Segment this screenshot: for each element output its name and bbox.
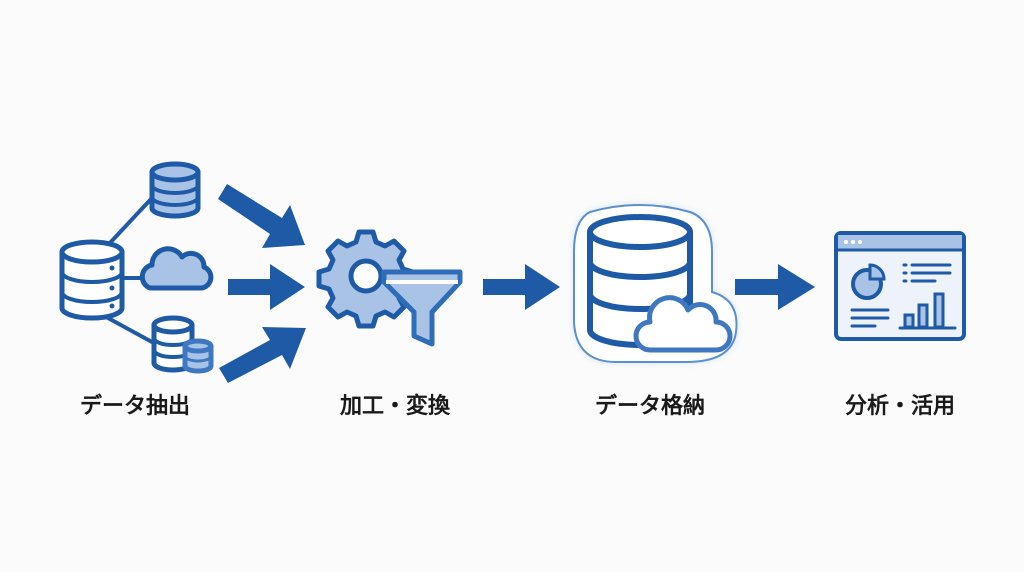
step-label-transform: 加工・変換 bbox=[339, 394, 450, 419]
arrow-icon bbox=[218, 184, 306, 383]
database-sources-icon bbox=[59, 161, 214, 374]
arrow-icon bbox=[735, 264, 815, 310]
step-label-extract: データ抽出 bbox=[79, 394, 190, 419]
arrow-icon bbox=[483, 264, 560, 310]
database-cloud-icon bbox=[573, 204, 738, 363]
step-label-analyze: 分析・活用 bbox=[844, 394, 955, 419]
step-label-store: データ格納 bbox=[594, 394, 705, 419]
dashboard-icon bbox=[834, 231, 966, 341]
gear-funnel-icon bbox=[316, 229, 463, 347]
